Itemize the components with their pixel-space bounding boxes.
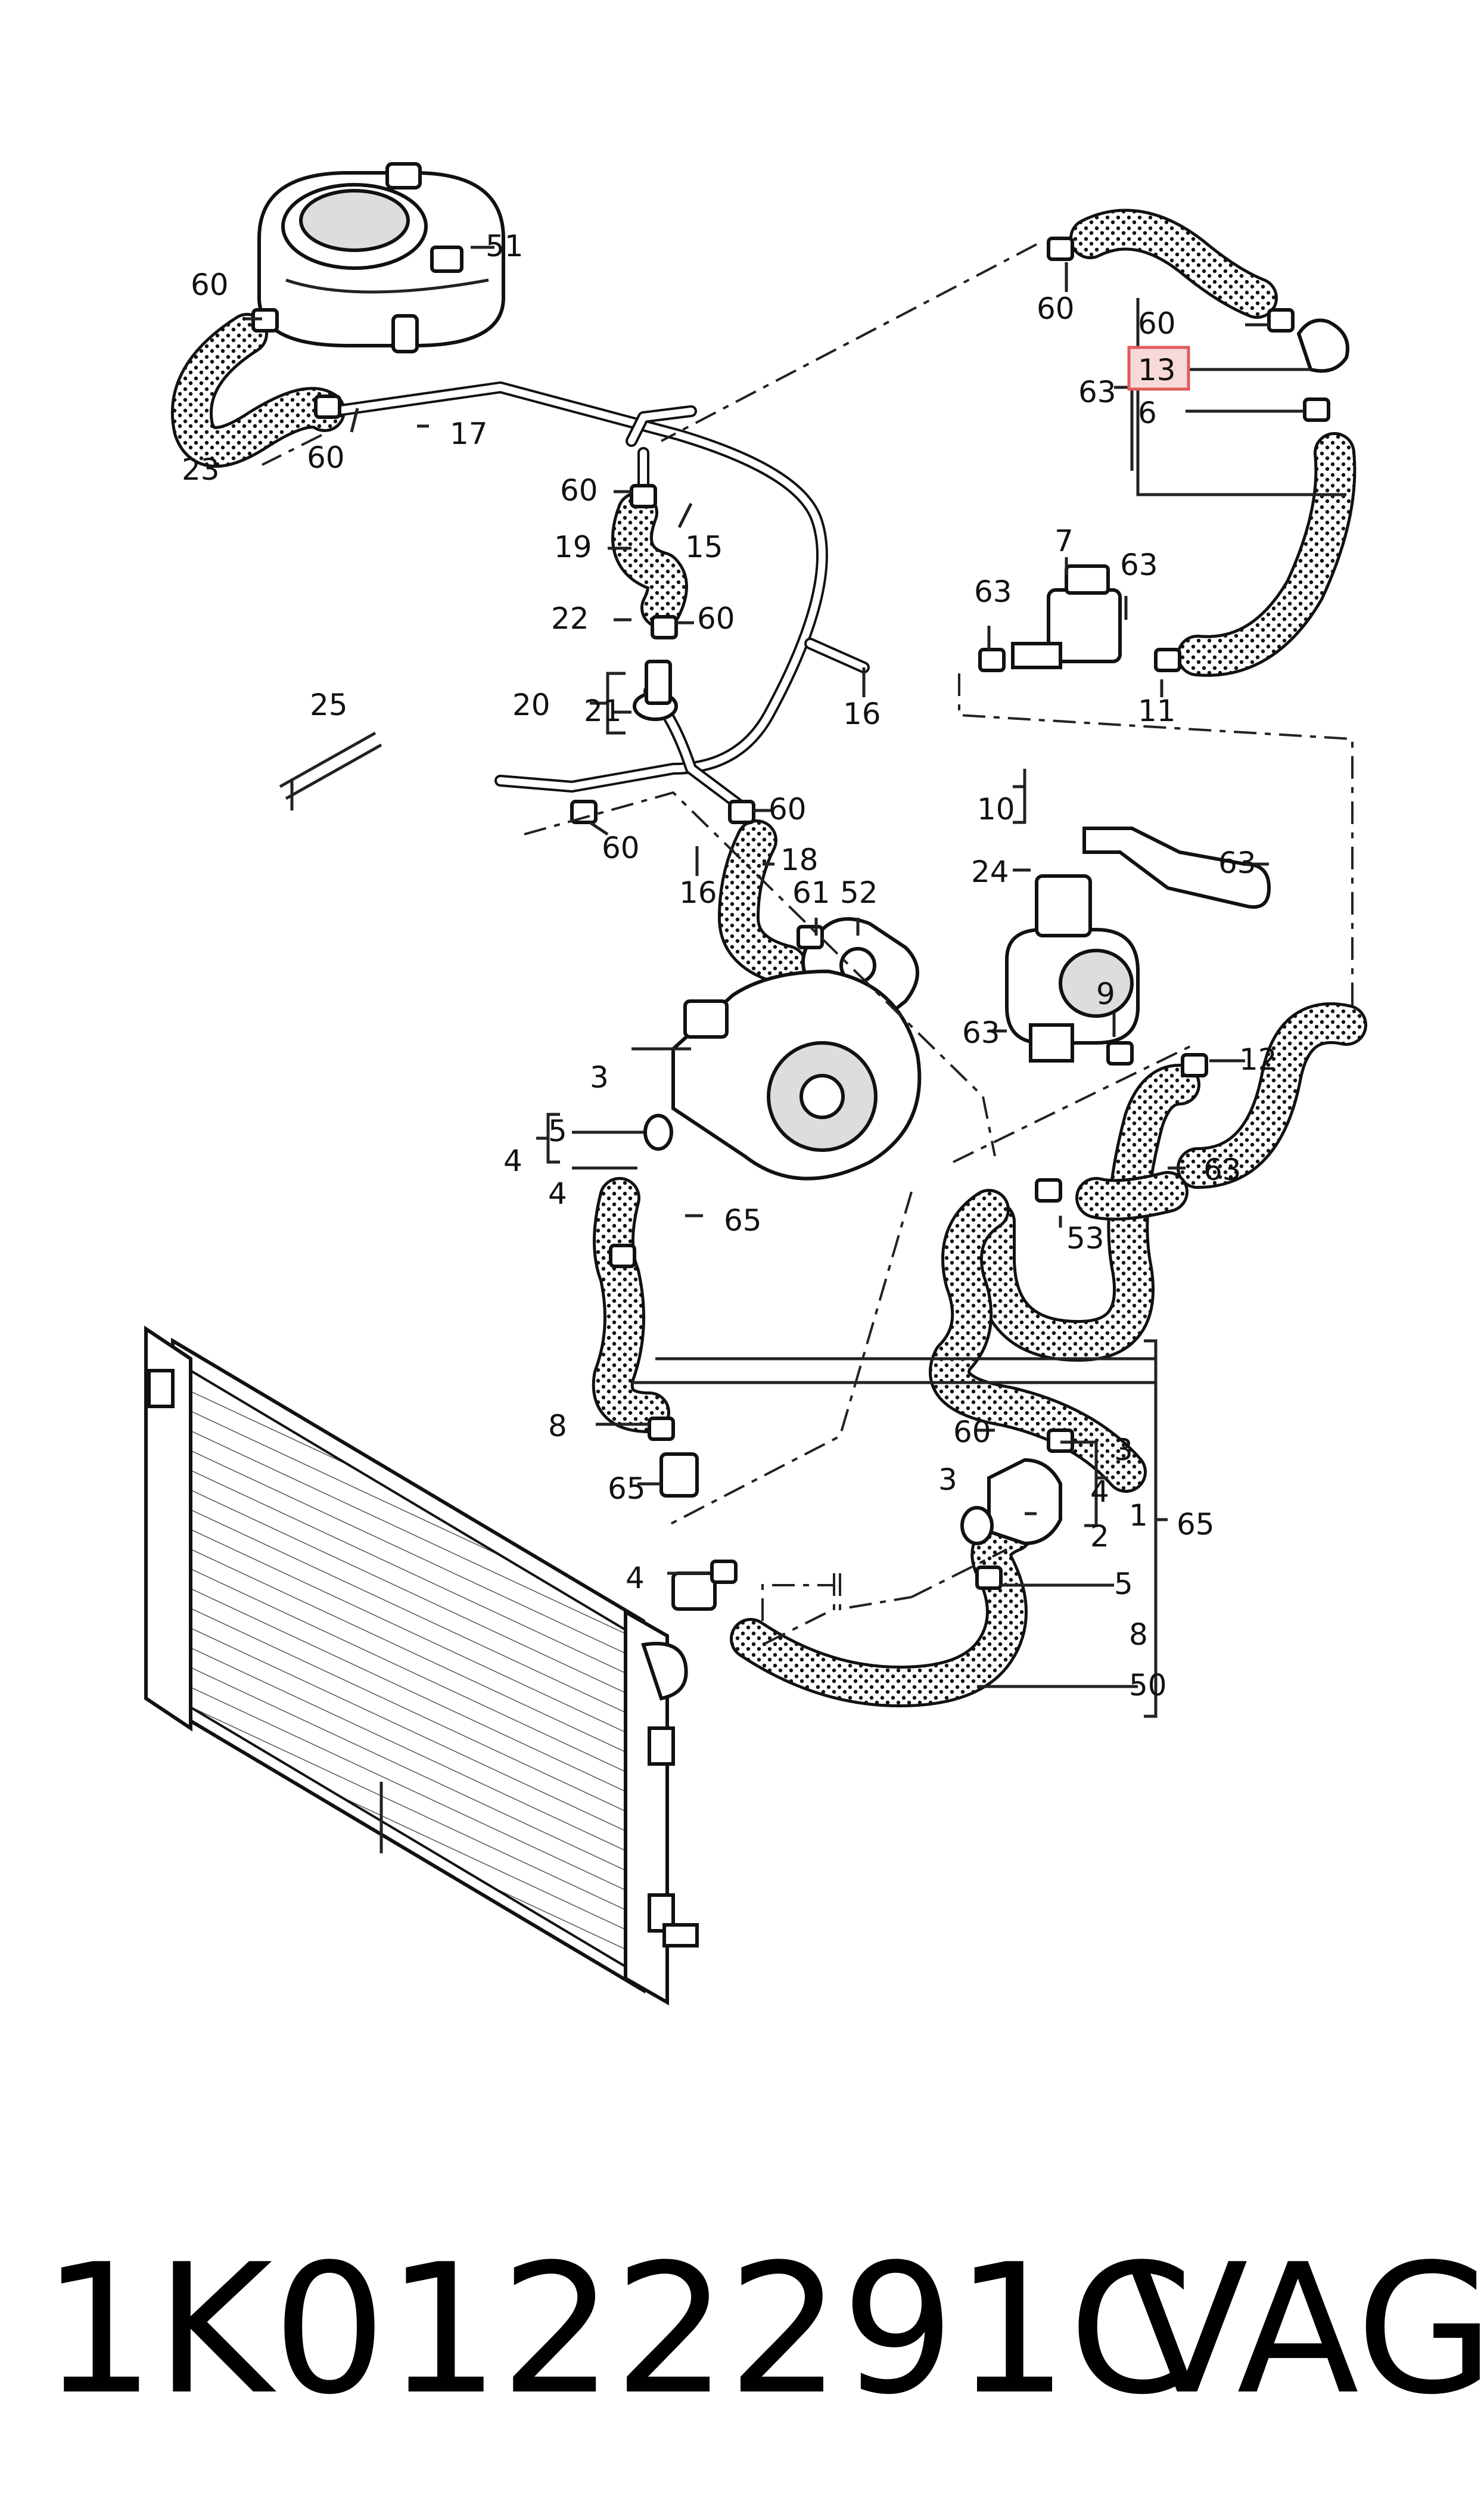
callout-60: 60 [769, 792, 807, 827]
callout-63: 6 [1138, 396, 1157, 430]
callout-4: 4 [548, 1176, 567, 1211]
callout-4: 2 [1090, 1519, 1109, 1554]
callout-6: 7 [1054, 524, 1074, 558]
callout-17: 17 [450, 417, 488, 451]
callout-60: 3 [1114, 1433, 1133, 1467]
callout-21: 21 [584, 694, 622, 728]
callout-60: 60 [560, 473, 598, 508]
callout-15: 15 [685, 530, 723, 564]
callout-4: 65 [724, 1203, 762, 1238]
callout-5: 4 [503, 1144, 522, 1178]
callout-16: 16 [679, 875, 717, 910]
callout-63: 63 [974, 574, 1012, 609]
callout-11: 10 [977, 792, 1015, 827]
callout-53: 3 [590, 1060, 609, 1095]
metal-pipes [328, 381, 870, 810]
callout-2: 1 [1129, 1498, 1148, 1533]
callout-65: 4 [626, 1561, 645, 1595]
callout-63: 12 [1239, 1042, 1277, 1077]
callout-1: 65 [1177, 1507, 1215, 1542]
callout-5: 8 [1129, 1617, 1148, 1652]
callout-63: 9 [1096, 977, 1115, 1011]
callout-20: 20 [512, 688, 550, 722]
callout-60: 60 [697, 601, 735, 636]
callout-9: 63 [962, 1015, 1000, 1050]
callout-8: 50 [1129, 1668, 1167, 1703]
callout-16: 16 [843, 697, 881, 731]
callout-4: 60 [953, 1415, 991, 1449]
callout-labels: 51 60 23 60 17 60 15 19 22 60 20 21 16 2… [182, 229, 1277, 1703]
callout-8: 65 [608, 1471, 646, 1506]
callout-63: 53 [1066, 1221, 1105, 1256]
hoses [170, 209, 1367, 1707]
callout-13: 63 [1078, 375, 1116, 409]
brand-caption: VAG [1126, 2226, 1484, 2434]
callout-51: 51 [486, 229, 524, 263]
callout-7: 63 [1120, 548, 1158, 582]
callout-60: 60 [191, 268, 229, 302]
part-number-caption: 1K0122291C [42, 2226, 1194, 2434]
callout-61: 61 [792, 875, 830, 910]
expansion-tank [257, 162, 505, 353]
callout-12: 63 [1203, 1153, 1242, 1187]
callout-52: 52 [840, 875, 878, 910]
callout-19: 19 [554, 530, 592, 564]
callout-3: 4 [1090, 1474, 1109, 1509]
callout-22: 22 [551, 601, 589, 636]
callout-60: 60 [1037, 291, 1075, 326]
callout-25: 25 [310, 688, 348, 722]
callout-23: 23 [182, 452, 220, 487]
callout-18: 18 [780, 843, 819, 877]
radiator [144, 1325, 699, 2006]
highlight-box [1127, 346, 1190, 391]
callout-14: 13 [1138, 353, 1176, 387]
callout-3: 3 [938, 1462, 957, 1497]
callout-60: 60 [602, 831, 640, 865]
callout-24: 63 [1218, 846, 1256, 880]
callout-65: 8 [548, 1409, 567, 1443]
leader-lines [244, 243, 1354, 1853]
callout-65: 5 [1114, 1567, 1133, 1601]
callout-63: 11 [1138, 694, 1176, 728]
callout-60: 60 [1138, 306, 1176, 341]
parts [251, 237, 1349, 1611]
callout-60: 60 [307, 440, 345, 475]
callout-10: 24 [971, 855, 1009, 889]
callout-3: 5 [548, 1114, 567, 1148]
